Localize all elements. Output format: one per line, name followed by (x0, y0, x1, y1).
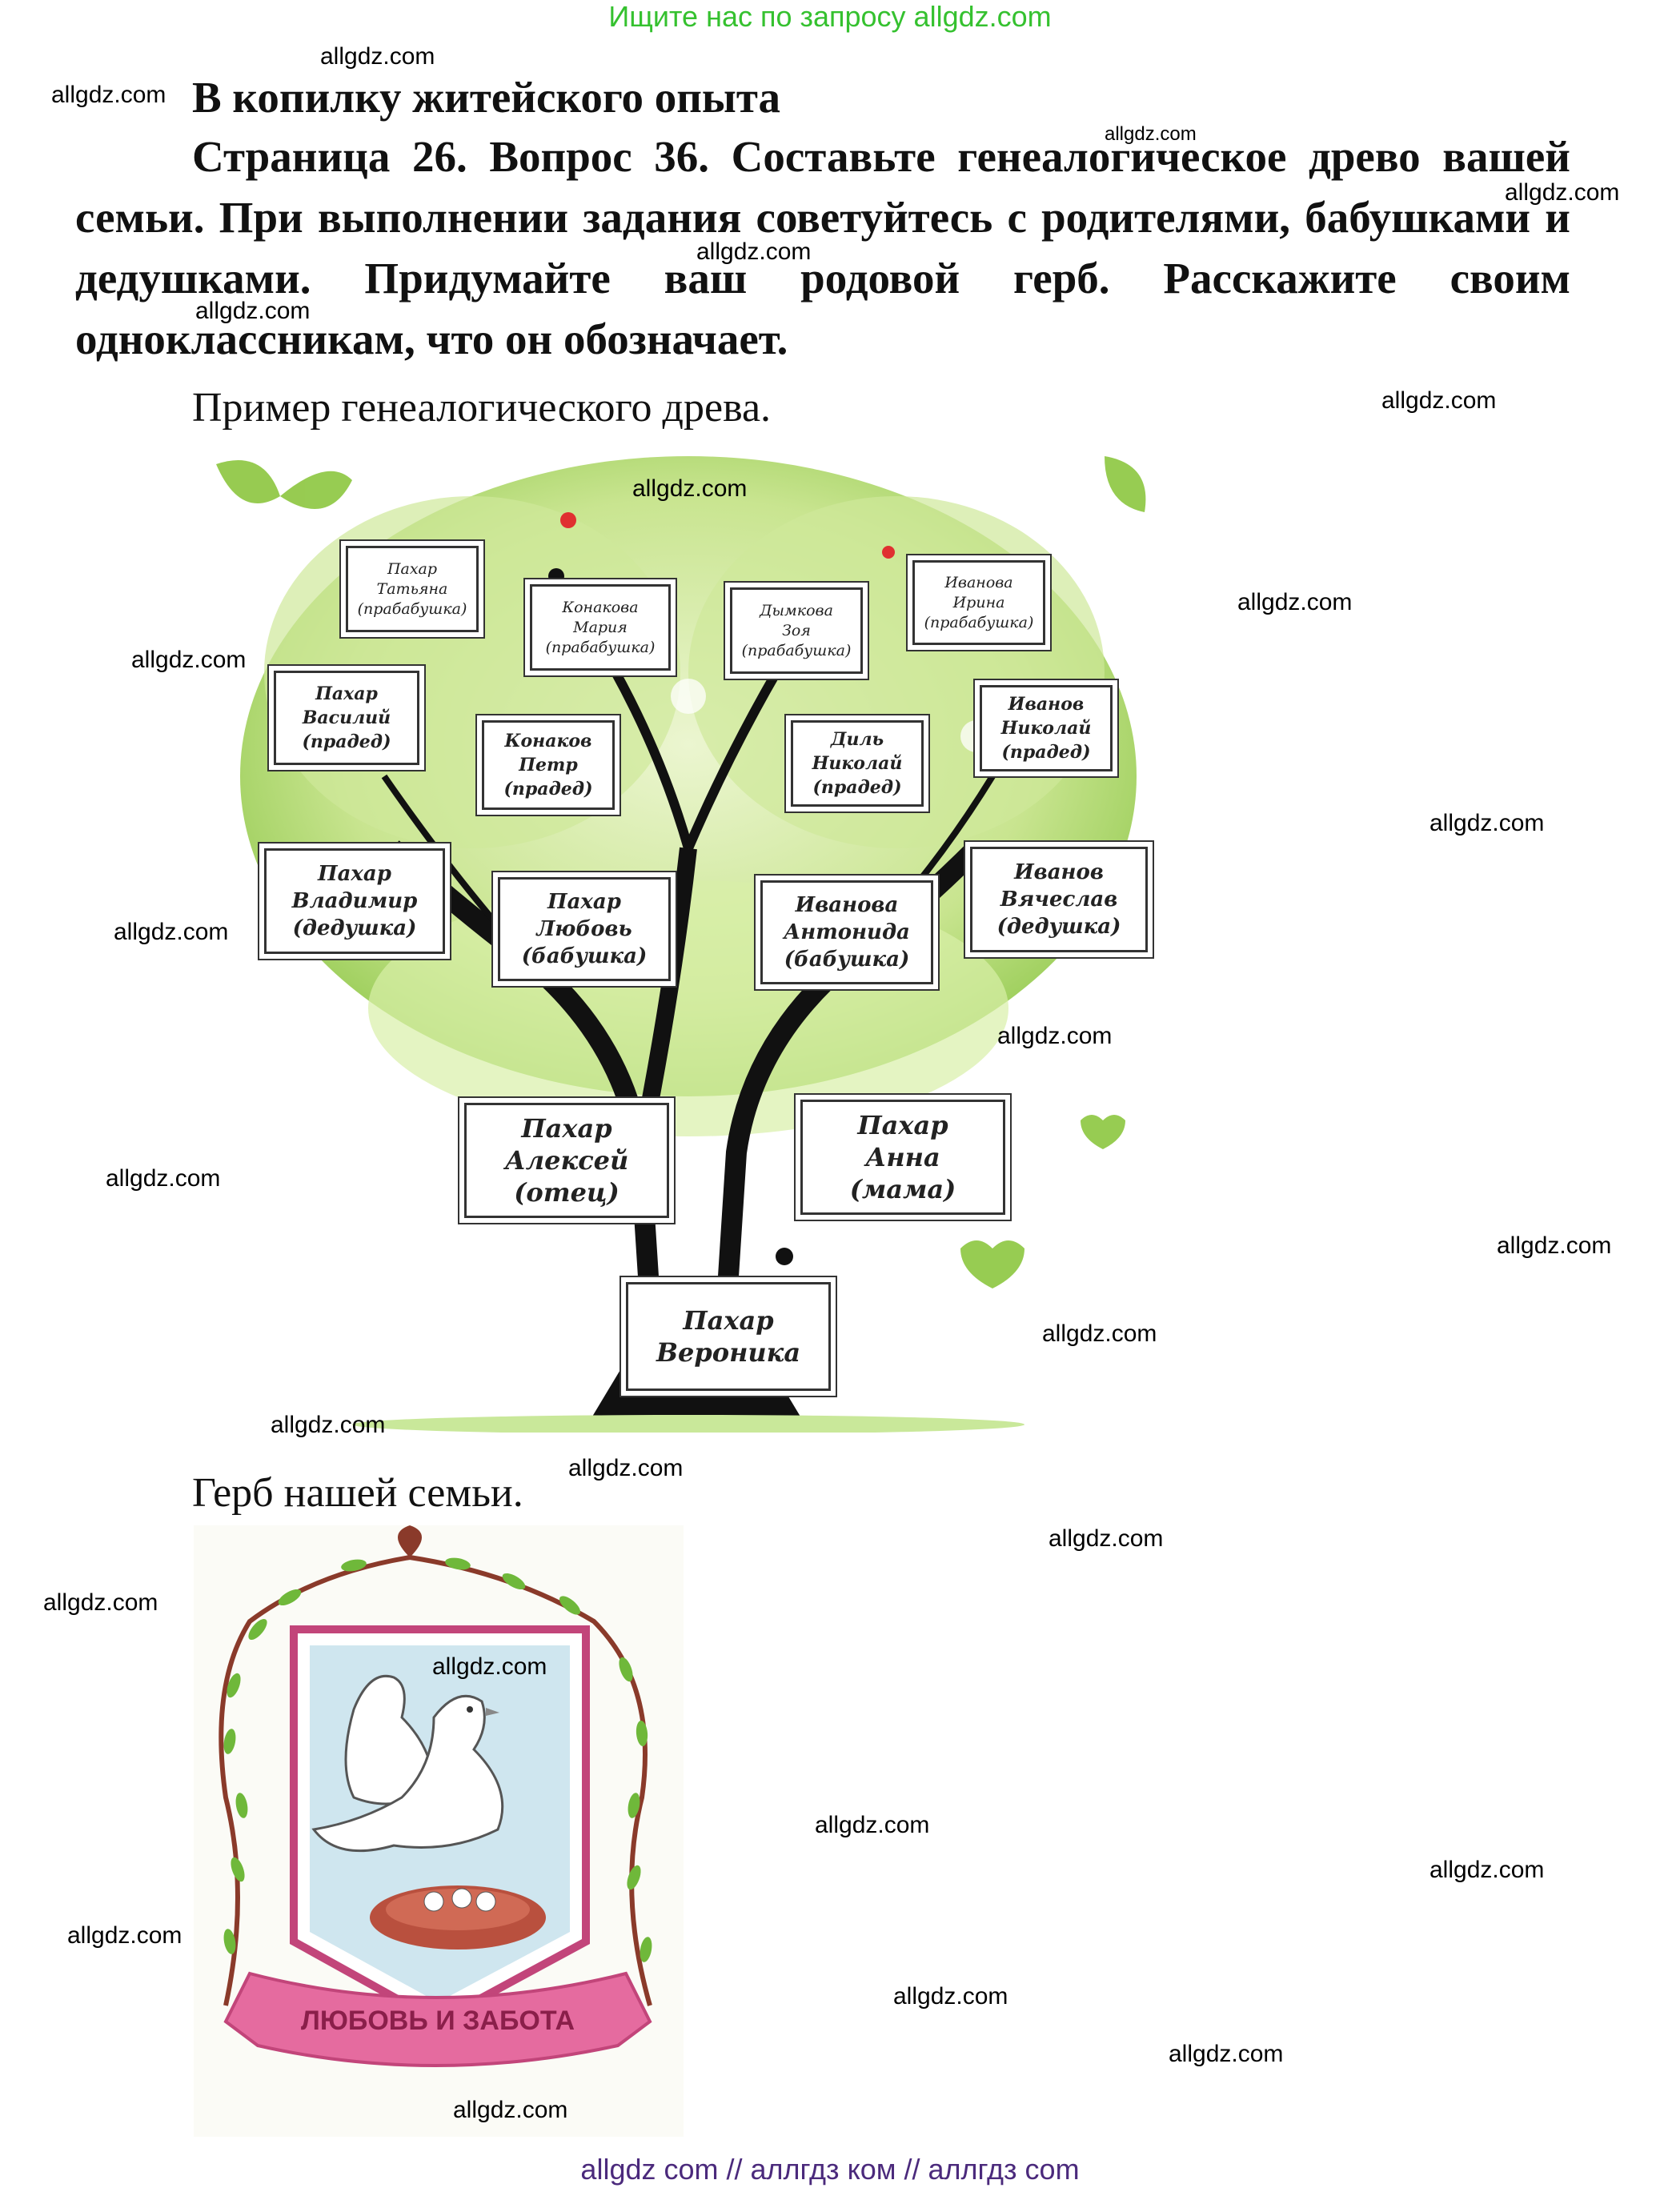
watermark: allgdz.com (632, 475, 748, 502)
watermark: allgdz.com (320, 43, 435, 70)
watermark: allgdz.com (1381, 387, 1497, 414)
card-line: Анна (865, 1142, 940, 1172)
watermark: allgdz.com (453, 2097, 568, 2123)
card-line: Конаков (504, 731, 592, 751)
watermark: allgdz.com (1497, 1232, 1612, 1259)
card-line: (прадед) (302, 731, 391, 752)
card-line: Владимир (291, 889, 418, 913)
tree-caption: Пример генеалогического древа. (192, 385, 772, 431)
top-search-banner[interactable]: Ищите нас по запросу allgdz.com (608, 0, 1052, 33)
card-line: Ирина (952, 593, 1005, 611)
tree-card-great-grandmother-dymkova: Дымкова Зоя (прабабушка) (730, 587, 863, 674)
card-line: Татьяна (376, 579, 448, 598)
watermark: allgdz.com (1429, 810, 1545, 836)
card-line: Алексей (504, 1145, 629, 1176)
watermark: allgdz.com (67, 1922, 182, 1949)
card-line: Мария (573, 618, 628, 636)
card-line: Пахар (521, 1113, 612, 1144)
card-line: (бабушка) (784, 948, 910, 972)
tree-card-grandmother-pakhar: Пахар Любовь (бабушка) (498, 877, 671, 981)
tree-card-great-grandmother-konakova: Конакова Мария (прабабушка) (530, 584, 671, 671)
tree-card-great-grandfather-dil: Диль Николай (прадед) (791, 720, 924, 807)
watermark: allgdz.com (815, 1812, 930, 1838)
card-line: (прадед) (503, 779, 593, 799)
watermark: allgdz.com (1105, 123, 1197, 145)
card-line: Пахар (857, 1110, 948, 1140)
card-line: (прадед) (1001, 742, 1091, 763)
section-heading: В копилку житейского опыта (192, 73, 781, 122)
tree-card-great-grandfather-konakov: Конаков Петр (прадед) (482, 720, 615, 810)
tree-card-mother: Пахар Анна (мама) (800, 1100, 1005, 1215)
card-line: Иванова (795, 893, 899, 917)
watermark: allgdz.com (195, 298, 311, 324)
tree-card-father: Пахар Алексей (отец) (464, 1103, 669, 1218)
watermark: allgdz.com (271, 1412, 386, 1438)
coat-caption: Герб нашей семьи. (192, 1470, 523, 1516)
card-line: (прабабушка) (545, 638, 656, 656)
tree-card-great-grandmother-ivanova: Иванова Ирина (прабабушка) (912, 560, 1045, 645)
card-line: Зоя (782, 621, 811, 639)
card-line: Пахар (547, 890, 621, 914)
card-line: Пахар (683, 1305, 774, 1336)
watermark: allgdz.com (131, 647, 247, 673)
watermark: allgdz.com (51, 82, 166, 108)
watermark: allgdz.com (568, 1455, 684, 1481)
card-line: Пахар (387, 559, 438, 578)
watermark: allgdz.com (114, 919, 229, 945)
card-line: Василий (302, 707, 391, 728)
card-line: Николай (1000, 718, 1092, 739)
card-line: Иванова (944, 573, 1013, 591)
card-line: Вячеслав (1000, 888, 1118, 912)
card-line: (бабушка) (521, 944, 648, 968)
watermark: allgdz.com (1505, 179, 1620, 206)
card-line: (прабабушка) (741, 641, 852, 659)
card-line: Иванов (1008, 694, 1085, 715)
card-line: (прадед) (812, 777, 902, 798)
watermark: allgdz.com (1042, 1320, 1157, 1347)
task-text: Страница 26. Вопрос 36. Составьте генеал… (75, 132, 1570, 363)
watermark: allgdz.com (893, 1983, 1008, 2010)
card-line: (мама) (849, 1174, 956, 1204)
bottom-banner[interactable]: allgdz com // аллгдз ком // аллгдз com (580, 2153, 1080, 2186)
tree-card-grandfather-ivanov: Иванов Вячеслав (дедушка) (970, 847, 1148, 952)
card-line: (прабабушка) (357, 599, 467, 618)
card-line: Любовь (536, 917, 632, 941)
card-line: Дымкова (760, 601, 833, 619)
card-line: Конакова (562, 598, 639, 616)
coat-of-arms-art: ЛЮБОВЬ И ЗАБОТА (219, 1525, 652, 2067)
tree-card-child: Пахар Вероника (626, 1282, 831, 1391)
watermark: allgdz.com (1049, 1525, 1164, 1552)
card-line: Вероника (656, 1337, 801, 1368)
watermark: allgdz.com (696, 238, 812, 265)
coat-motto-text: ЛЮБОВЬ И ЗАБОТА (301, 2006, 575, 2036)
card-line: Петр (519, 755, 578, 775)
coat-of-arms-drawing: ЛЮБОВЬ И ЗАБОТА (194, 1525, 684, 2137)
card-line: Пахар (318, 862, 391, 886)
card-line: (отец) (514, 1177, 619, 1208)
card-line: (дедушка) (996, 915, 1121, 939)
watermark: allgdz.com (1237, 589, 1353, 615)
tree-card-grandmother-ivanova: Иванова Антонида (бабушка) (760, 880, 933, 984)
card-line: (прабабушка) (924, 613, 1034, 631)
tree-card-great-grandfather-ivanov: Иванов Николай (прадед) (980, 685, 1113, 771)
watermark: allgdz.com (432, 1653, 547, 1680)
watermark: allgdz.com (1169, 2041, 1284, 2067)
tree-card-grandfather-pakhar: Пахар Владимир (дедушка) (264, 848, 445, 954)
watermark: allgdz.com (43, 1589, 158, 1616)
card-line: (дедушка) (292, 916, 417, 940)
watermark: allgdz.com (997, 1023, 1113, 1049)
card-line: Антонида (784, 920, 910, 944)
tree-card-great-grandfather-pakhar: Пахар Василий (прадед) (274, 671, 419, 765)
watermark: allgdz.com (1429, 1857, 1545, 1883)
tree-card-great-grandmother-pakhar: Пахар Татьяна (прабабушка) (346, 546, 479, 632)
card-line: Диль (830, 729, 884, 750)
watermark: allgdz.com (106, 1165, 221, 1192)
card-line: Пахар (315, 683, 378, 704)
card-line: Иванов (1014, 860, 1104, 884)
card-line: Николай (812, 753, 903, 774)
